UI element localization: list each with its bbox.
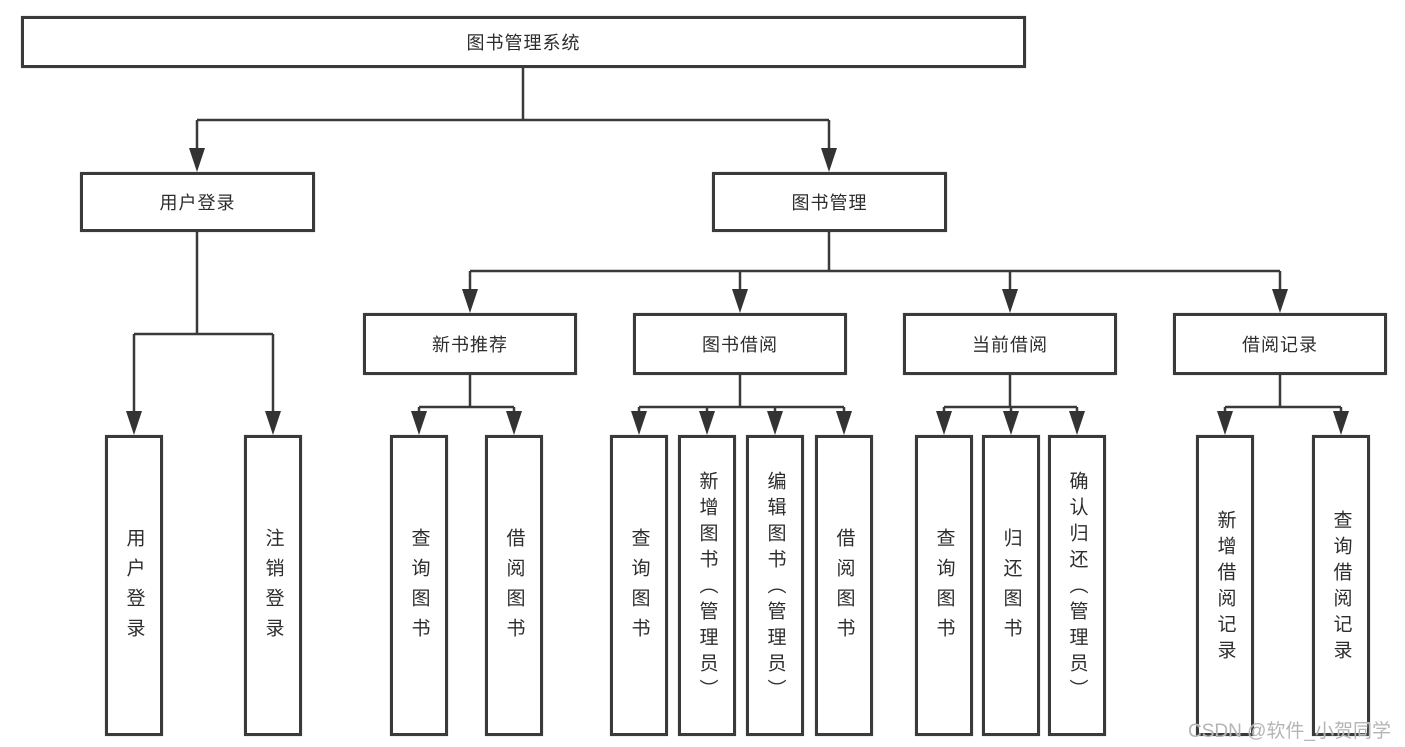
node-user-login: 用户登录 — [80, 172, 315, 232]
leaf-current-confirm-return-admin: 确认归还（管理员） — [1048, 435, 1106, 736]
leaf-rec-query-book: 查询图书 — [390, 435, 448, 736]
leaf-borrow-add-book-admin: 新增图书（管理员） — [678, 435, 736, 736]
node-book-management: 图书管理 — [712, 172, 947, 232]
leaf-record-query-borrow-record: 查询借阅记录 — [1312, 435, 1370, 736]
leaf-current-return-book: 归还图书 — [982, 435, 1040, 736]
leaf-borrow-borrow-book: 借阅图书 — [815, 435, 873, 736]
leaf-record-add-borrow-record: 新增借阅记录 — [1196, 435, 1254, 736]
watermark: CSDN @软件_小贺同学 — [1188, 721, 1391, 742]
arrowheads — [126, 148, 1349, 435]
leaf-rec-borrow-book: 借阅图书 — [485, 435, 543, 736]
leaf-borrow-query-book: 查询图书 — [610, 435, 668, 736]
leaf-user-login: 用户登录 — [105, 435, 163, 736]
node-borrow-record: 借阅记录 — [1173, 313, 1387, 375]
node-book-borrow: 图书借阅 — [633, 313, 847, 375]
node-current-borrow: 当前借阅 — [903, 313, 1117, 375]
node-new-book-recommend: 新书推荐 — [363, 313, 577, 375]
node-library-management-system: 图书管理系统 — [21, 16, 1026, 68]
leaf-current-query-book: 查询图书 — [915, 435, 973, 736]
leaf-logout: 注销登录 — [244, 435, 302, 736]
leaf-borrow-edit-book-admin: 编辑图书（管理员） — [746, 435, 804, 736]
